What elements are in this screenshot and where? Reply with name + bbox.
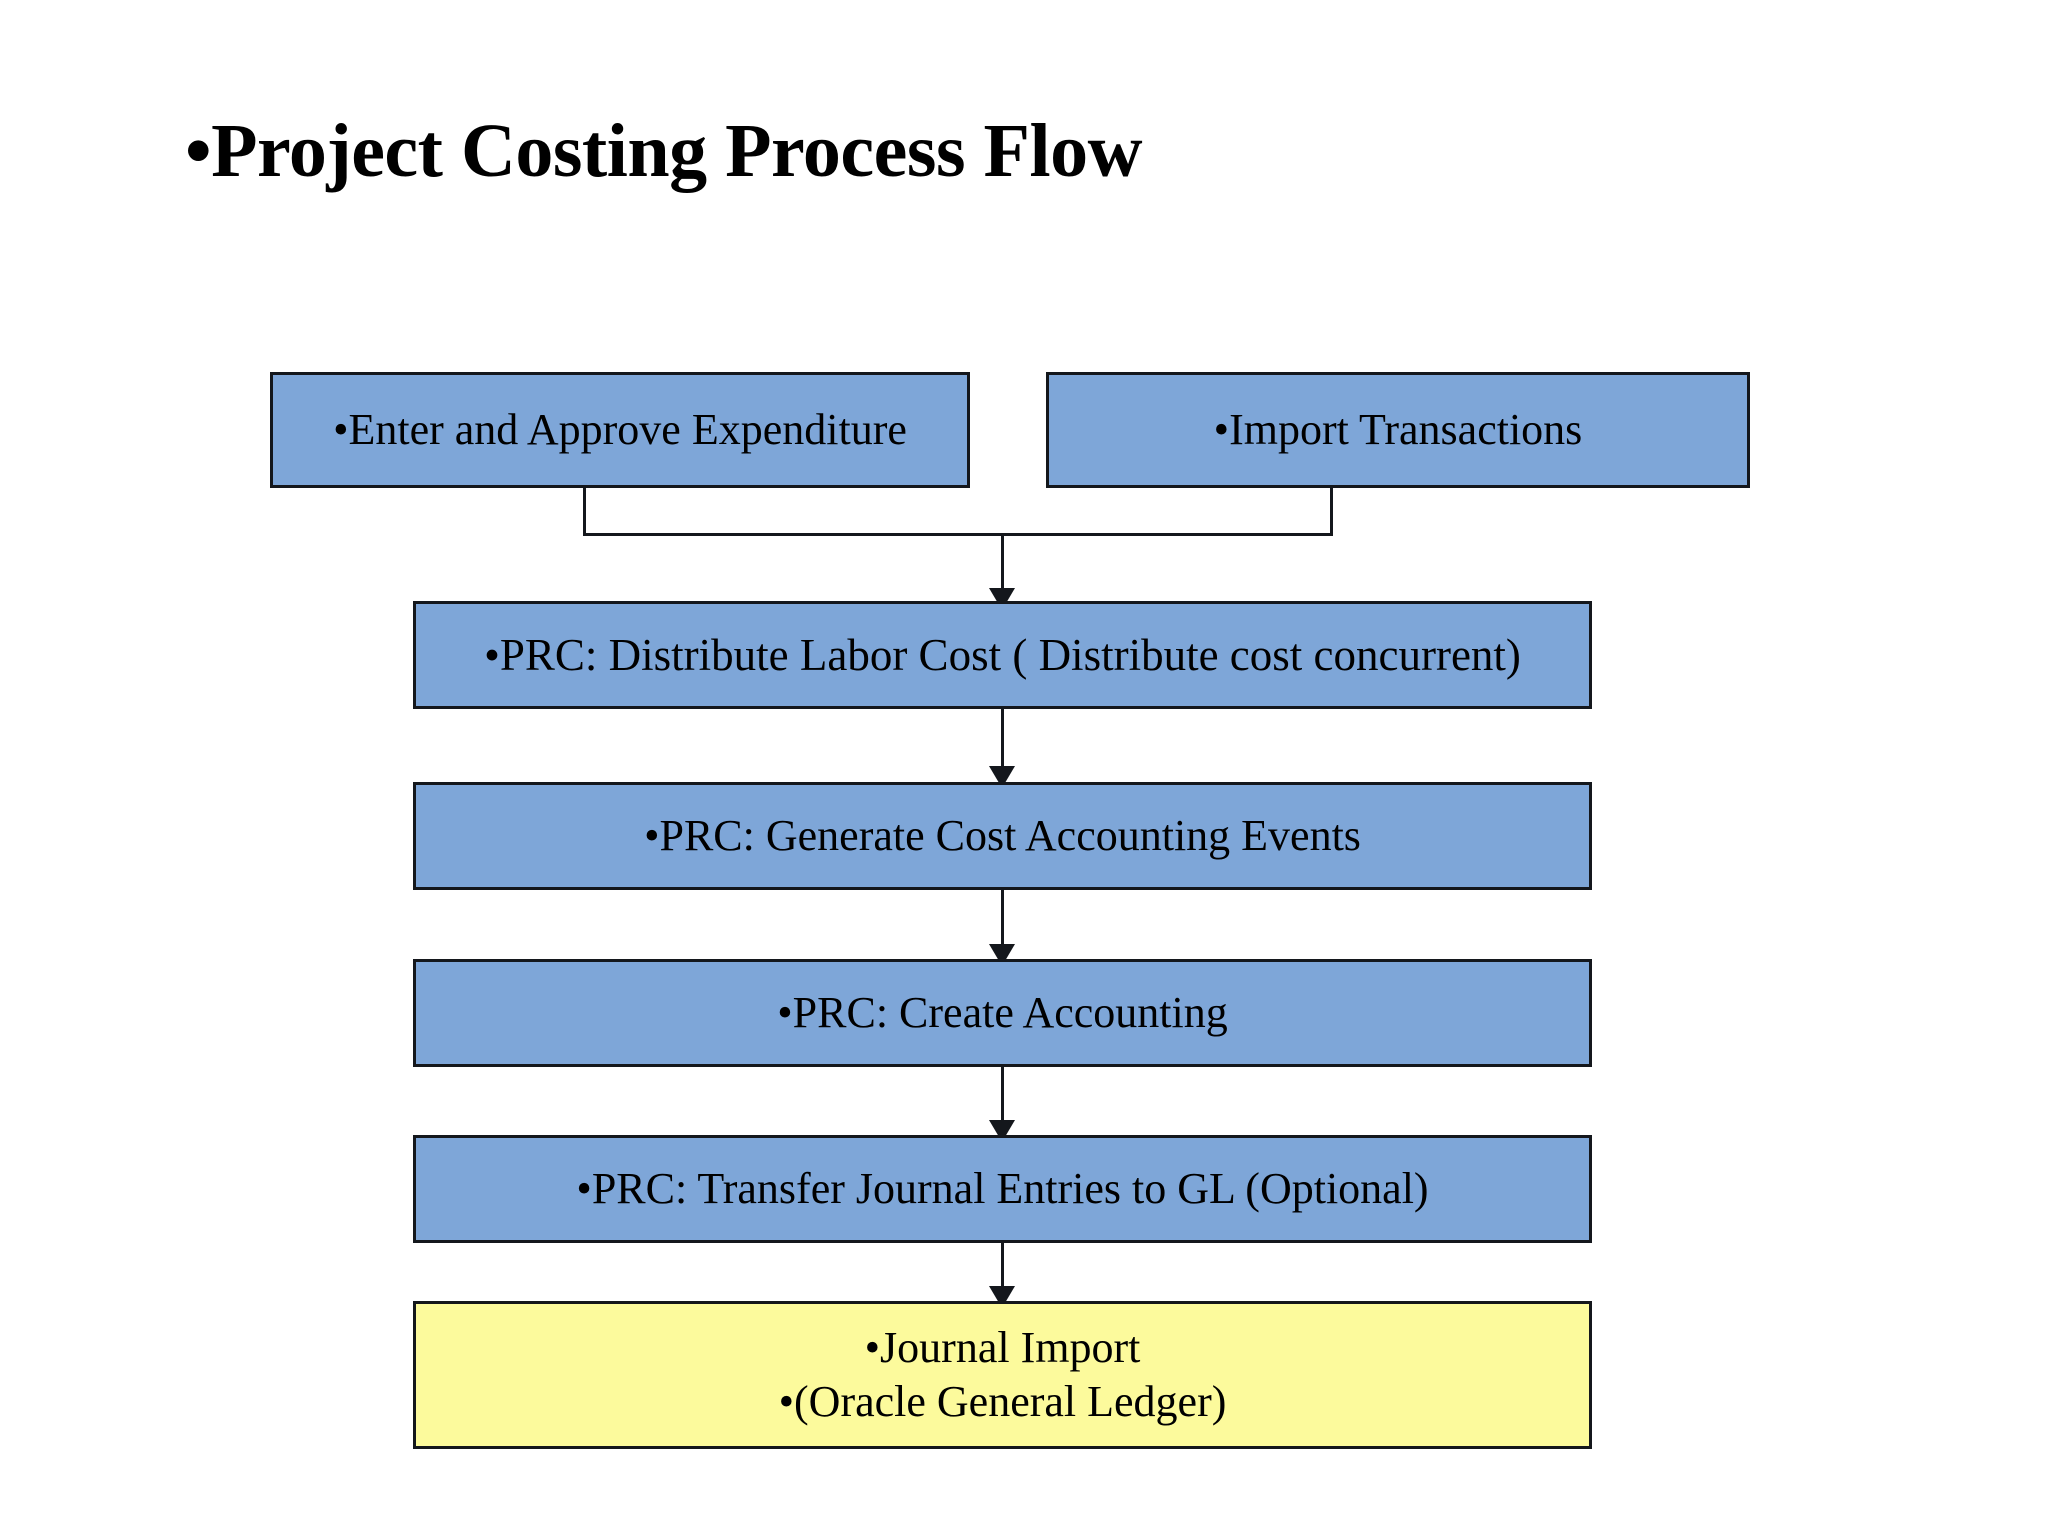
flow-node-generate-cost-events[interactable]: •PRC: Generate Cost Accounting Events — [413, 782, 1592, 890]
flow-node-enter-approve[interactable]: •Enter and Approve Expenditure — [270, 372, 970, 488]
page-title: •Project Costing Process Flow — [185, 109, 1142, 193]
connector-stem-3 — [1001, 890, 1004, 946]
flow-node-label: •Enter and Approve Expenditure — [333, 405, 907, 455]
connector-join-bar — [583, 533, 1333, 536]
flow-node-label: •PRC: Transfer Journal Entries to GL (Op… — [576, 1164, 1429, 1214]
flow-node-label: •PRC: Distribute Labor Cost ( Distribute… — [484, 629, 1521, 680]
connector-stem-5 — [1001, 1243, 1004, 1288]
connector-left-drop — [583, 488, 586, 536]
flow-node-label-line-2: •(Oracle General Ledger) — [778, 1377, 1227, 1426]
flow-node-label: •Import Transactions — [1213, 405, 1583, 455]
connector-stem-4 — [1001, 1067, 1004, 1122]
flow-node-transfer-journal-entries[interactable]: •PRC: Transfer Journal Entries to GL (Op… — [413, 1135, 1592, 1243]
flow-node-import-transactions[interactable]: •Import Transactions — [1046, 372, 1750, 488]
flow-node-label: •PRC: Generate Cost Accounting Events — [644, 811, 1361, 861]
flow-node-label: •PRC: Create Accounting — [777, 988, 1228, 1038]
flow-node-distribute-labor-cost[interactable]: •PRC: Distribute Labor Cost ( Distribute… — [413, 601, 1592, 709]
connector-stem-2 — [1001, 709, 1004, 769]
flow-node-label-line-1: •Journal Import — [864, 1323, 1141, 1373]
connector-join-stem — [1001, 533, 1004, 591]
flow-node-create-accounting[interactable]: •PRC: Create Accounting — [413, 959, 1592, 1067]
connector-right-drop — [1330, 488, 1333, 536]
flow-node-journal-import[interactable]: •Journal Import •(Oracle General Ledger) — [413, 1301, 1592, 1449]
